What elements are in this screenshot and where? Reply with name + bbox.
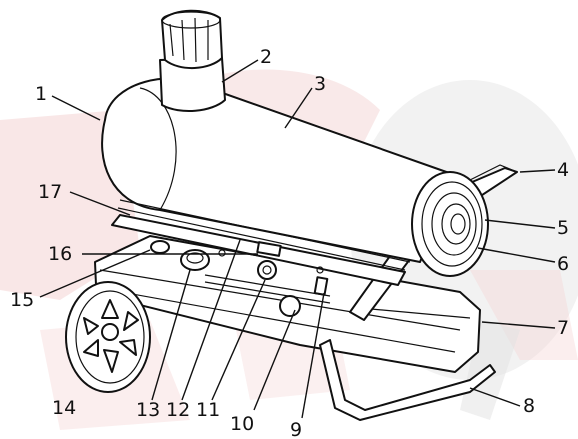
fan-guard [411, 171, 489, 277]
callout-6: 6 [557, 253, 569, 275]
callout-1: 1 [35, 83, 47, 105]
callout-10: 10 [230, 413, 254, 435]
callout-4: 4 [557, 159, 569, 181]
wheel [65, 281, 151, 393]
heater-body [101, 77, 456, 271]
callout-9: 9 [290, 419, 302, 439]
callout-8: 8 [523, 395, 535, 417]
callout-3: 3 [314, 73, 326, 95]
exhaust-chimney [159, 9, 226, 112]
callout-15: 15 [10, 289, 34, 311]
support-base [319, 339, 496, 421]
callout-5: 5 [557, 217, 569, 239]
callout-labels: 1 2 3 4 5 6 7 8 9 10 11 12 13 14 15 16 1… [10, 46, 569, 439]
callout-17: 17 [38, 181, 62, 203]
callout-14: 14 [52, 397, 76, 419]
callout-16: 16 [48, 243, 72, 265]
leader-lines [39, 59, 556, 419]
callout-2: 2 [260, 46, 272, 68]
callout-12: 12 [166, 399, 190, 421]
callout-7: 7 [557, 317, 569, 339]
callout-11: 11 [196, 399, 220, 421]
callout-13: 13 [136, 399, 160, 421]
control-components [150, 240, 331, 317]
